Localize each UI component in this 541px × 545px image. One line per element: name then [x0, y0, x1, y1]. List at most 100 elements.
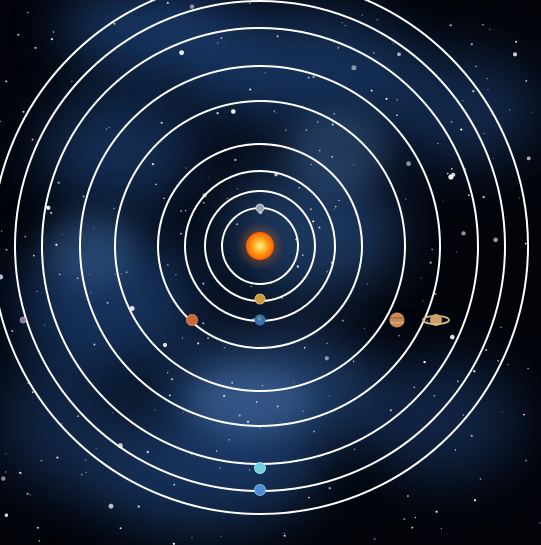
star [167, 372, 169, 374]
star [82, 195, 85, 198]
star [305, 129, 308, 131]
star [326, 271, 328, 273]
star [308, 496, 310, 499]
star [31, 391, 34, 393]
star [36, 290, 38, 293]
star [334, 205, 337, 208]
star [126, 271, 128, 273]
star [80, 473, 83, 476]
star [472, 90, 475, 93]
star [389, 409, 392, 412]
star [295, 238, 297, 241]
star [413, 386, 416, 389]
star [351, 65, 357, 71]
star [236, 188, 238, 190]
star [189, 4, 195, 9]
star [331, 123, 334, 126]
star [373, 538, 376, 540]
star [450, 334, 455, 340]
nebula-clouds [0, 0, 540, 530]
star [482, 196, 485, 199]
star [485, 349, 488, 351]
star [120, 273, 122, 275]
orbit-6 [79, 65, 441, 427]
star [146, 450, 149, 454]
star [155, 183, 157, 186]
star [507, 363, 509, 366]
star [483, 133, 485, 135]
star [61, 423, 63, 425]
star [324, 356, 329, 361]
star [202, 201, 205, 204]
star [93, 343, 96, 346]
star [151, 162, 155, 166]
star [89, 273, 91, 275]
star [220, 535, 222, 537]
star [40, 459, 43, 462]
star [182, 411, 184, 413]
star [473, 370, 476, 373]
star [113, 207, 115, 210]
star [370, 89, 373, 92]
star [500, 326, 502, 328]
star [281, 297, 283, 300]
star [249, 2, 251, 4]
star [518, 197, 520, 199]
star [234, 158, 237, 162]
star [310, 163, 312, 166]
star [420, 277, 422, 279]
star [261, 385, 264, 387]
star [226, 197, 229, 200]
star [112, 412, 114, 414]
star [303, 346, 306, 349]
star [0, 230, 3, 232]
star [302, 410, 305, 413]
star [352, 360, 355, 363]
star [220, 36, 223, 40]
star [431, 248, 433, 251]
pluto-icon [19, 316, 27, 324]
star [338, 200, 340, 202]
star [363, 327, 366, 329]
star [246, 420, 250, 423]
star [456, 380, 459, 383]
star [312, 75, 315, 79]
star [163, 197, 165, 200]
star [181, 337, 184, 339]
earth-icon [254, 314, 266, 326]
star [318, 226, 321, 229]
star [333, 208, 336, 210]
star [93, 227, 95, 229]
star [19, 471, 22, 475]
mars-icon [186, 314, 198, 326]
star [293, 381, 295, 383]
star [313, 430, 316, 433]
star [217, 42, 219, 44]
star [167, 264, 169, 266]
star [223, 394, 226, 397]
saturn-icon [422, 314, 450, 326]
star [114, 273, 116, 275]
star [180, 210, 183, 212]
star [5, 471, 7, 473]
star [11, 330, 14, 332]
venus-icon [254, 293, 266, 305]
star [38, 540, 41, 542]
star [238, 414, 241, 417]
star [482, 23, 484, 26]
star [462, 414, 465, 416]
star [275, 111, 276, 113]
star [341, 319, 344, 322]
star [525, 459, 527, 462]
star [283, 534, 286, 537]
star [283, 532, 286, 534]
orbit-9 [0, 0, 529, 515]
star [228, 439, 230, 441]
star [276, 35, 279, 38]
star [373, 52, 375, 54]
star [318, 149, 321, 152]
star [376, 19, 378, 21]
mercury-icon [255, 203, 265, 213]
star [406, 495, 409, 497]
